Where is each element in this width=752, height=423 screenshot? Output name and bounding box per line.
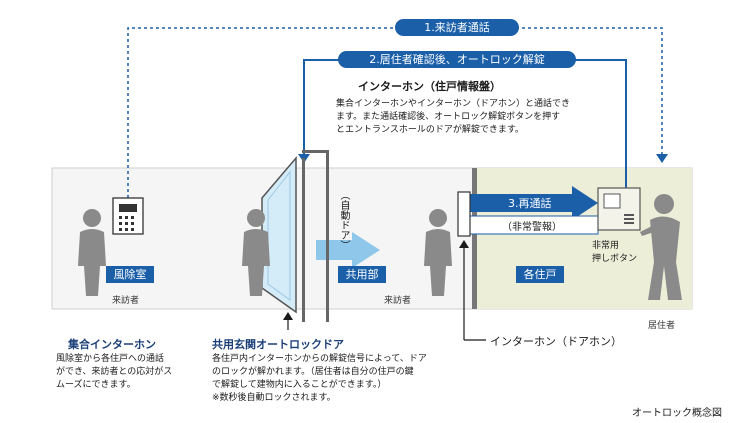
- recall-arrow-body: [470, 194, 574, 212]
- resident-label: 居住者: [648, 321, 676, 331]
- doorphone-device: [457, 191, 471, 237]
- visitor-figure-common: [424, 209, 452, 296]
- collective-intercom-line-1: 風除室から各住戸への通話: [56, 354, 165, 364]
- visitor-call-path: [127, 27, 663, 198]
- vestibule-label: 風除室: [106, 266, 154, 283]
- visitor-figure-vestibule: [78, 209, 106, 296]
- visitor-label-2: 来訪者: [384, 296, 412, 306]
- emergency-button-label-1: 非常用: [592, 241, 620, 251]
- door-pointer-head: [283, 312, 293, 320]
- intercom-panel-title: インターホン（住戸情報盤）: [358, 80, 501, 93]
- partition-wall: [472, 168, 477, 309]
- panel-screen: [603, 193, 621, 209]
- collective-intercom-line-3: ムーズにできます。: [56, 380, 136, 390]
- entrance-door-line-2: のロックが解かれます。（居住者は自分の住戸の鍵: [212, 367, 414, 377]
- emergency-alarm-label: （非常警報）: [502, 222, 562, 233]
- common-flow-arrow-body: [316, 240, 354, 260]
- emergency-button-label-2: 押しボタン: [592, 254, 638, 264]
- visitor-label-1: 来訪者: [112, 296, 140, 306]
- door-post: [326, 150, 329, 322]
- recall-label: 3.再通話: [508, 197, 552, 210]
- common-area-label: 共用部: [338, 266, 386, 283]
- resident-figure: [640, 194, 682, 300]
- intercom-panel-desc-3: とエントランスホールのドアが解錠できます。: [336, 125, 524, 135]
- diagram-caption: オートロック概念図: [632, 408, 722, 419]
- door-post: [302, 158, 305, 322]
- doorphone-label: インターホン（ドアホン）: [490, 335, 622, 348]
- entrance-door-line-3: で解錠して建物内に入ることができます。）: [212, 380, 387, 390]
- common-flow-arrow-head: [352, 232, 380, 268]
- visitor-call-arrowhead: [656, 154, 668, 163]
- collective-intercom-title: 集合インターホン: [68, 338, 156, 351]
- intercom-panel-desc-1: 集合インターホンやインターホン（ドアホン）と通話でき: [336, 99, 571, 109]
- doorphone-pointer-head: [459, 240, 469, 248]
- visitor-call-label: 1.来訪者通話: [395, 19, 519, 36]
- auto-door-label: （自動ドア）: [338, 190, 349, 250]
- intercom-keypad: [119, 216, 134, 231]
- entrance-door-title: 共用玄関オートロックドア: [212, 338, 344, 351]
- visitor-figure-door: [242, 209, 270, 296]
- confirm-unlock-label: 2.居住者確認後、オートロック解錠: [338, 51, 576, 68]
- recall-arrow-head: [572, 186, 598, 220]
- intercom-screen: [119, 204, 137, 212]
- entrance-door-line-4: ※数秒後自動ロックされます。: [212, 393, 336, 403]
- door-frame-top: [302, 150, 329, 153]
- collective-intercom-line-2: ができ、来訪者との応対がス: [56, 367, 173, 377]
- intercom-panel-desc-2: ます。また通話確認後、オートロック解錠ボタンを押す: [336, 112, 561, 122]
- unit-label: 各住戸: [516, 266, 564, 283]
- entrance-door-line-1: 各住戸内インターホンからの解錠信号によって、ドア: [212, 354, 427, 364]
- panel-buttons: [624, 214, 634, 224]
